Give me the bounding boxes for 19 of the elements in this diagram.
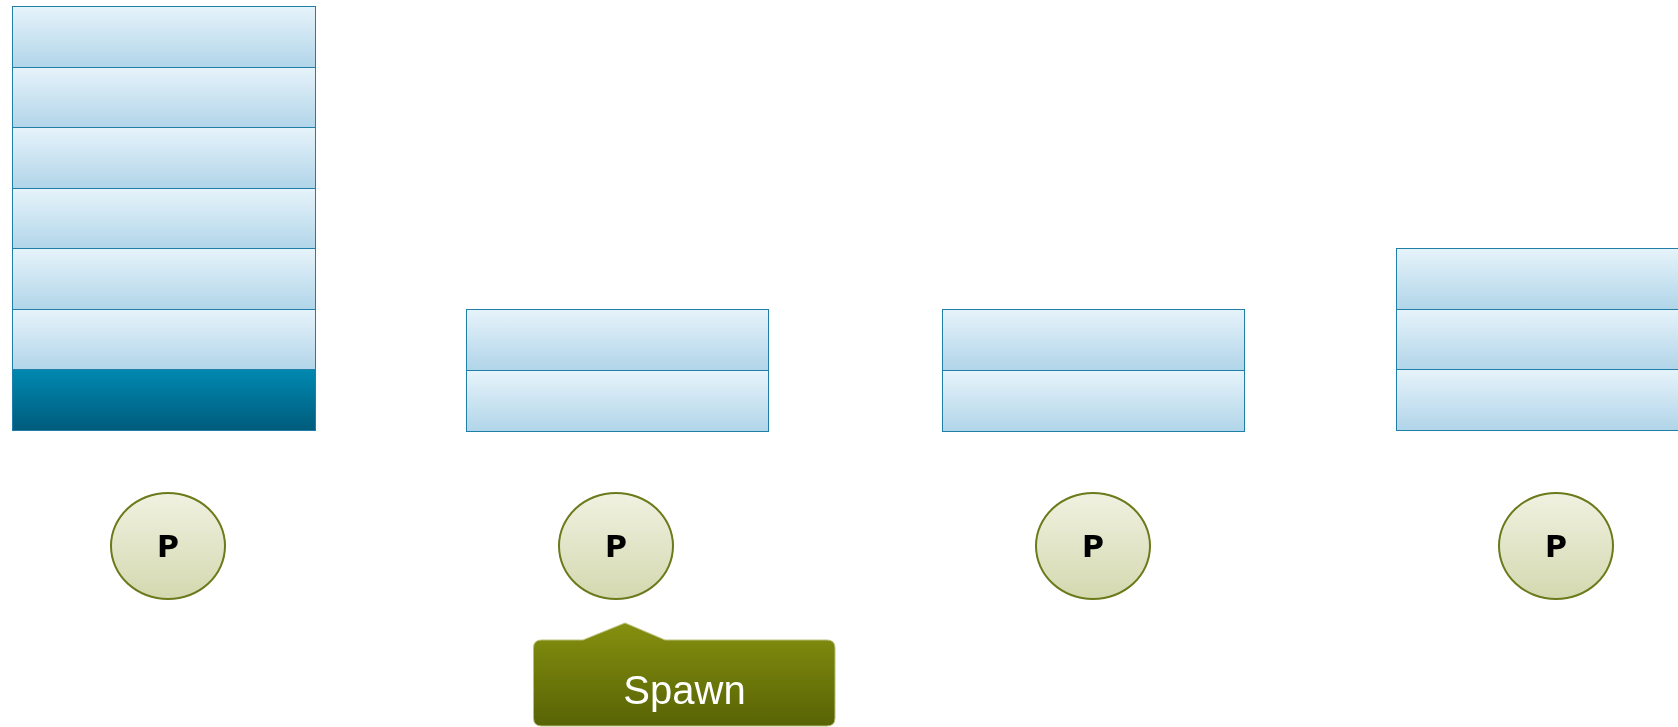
stack-block [466, 369, 769, 432]
stack-block [12, 308, 316, 371]
stack-block [1396, 369, 1678, 431]
process-label: P [1082, 528, 1104, 564]
stack-block [942, 309, 1245, 371]
stack-block [12, 127, 316, 189]
stack-block [12, 6, 316, 68]
stack-block [12, 66, 316, 129]
stack-block [12, 369, 316, 431]
stack-block [942, 369, 1245, 432]
stack-block [1396, 248, 1678, 310]
stack-block [466, 309, 769, 371]
stack-block [1396, 308, 1678, 371]
process-label: P [157, 528, 179, 564]
process-label: P [1545, 528, 1567, 564]
stack-block [12, 187, 316, 250]
process-label: P [605, 528, 627, 564]
stack-block [12, 248, 316, 310]
callout-text: Spawn [622, 668, 747, 713]
